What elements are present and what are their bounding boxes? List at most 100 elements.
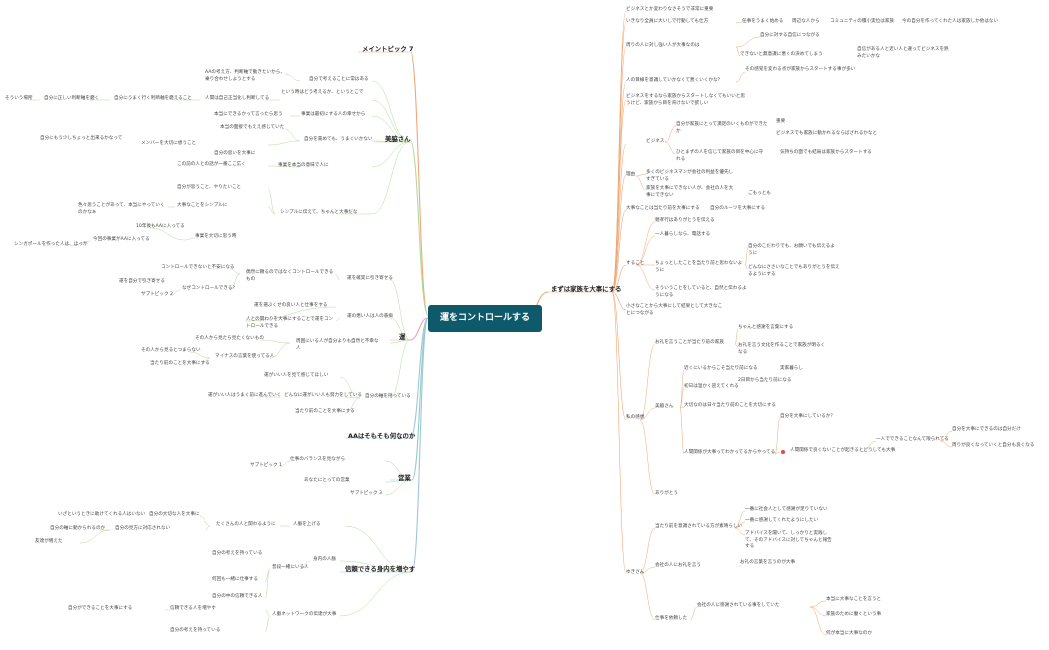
node-r2c[interactable]: コミュニティの積小実位は家族 bbox=[830, 19, 895, 24]
node-r2[interactable]: いきなり全員に大いしで行動しても仕方 bbox=[626, 19, 709, 24]
node-l59[interactable]: 人脈ネットワークの伝達が大事 bbox=[272, 612, 337, 617]
node-l12[interactable]: メンバーを大切に想うこと bbox=[141, 141, 197, 146]
branch-mizuwaki[interactable]: 美脇さん bbox=[385, 135, 411, 143]
node-r9f[interactable]: そういうことをしていると、自然と伝わるようになる bbox=[655, 286, 747, 298]
node-l26[interactable]: 運を自分で引き寄せる bbox=[119, 279, 165, 284]
node-r12c[interactable]: 初日は温かく迎えてくれる bbox=[684, 384, 739, 389]
node-l35[interactable]: 周囲にいる人が自分よりも自然と不幸な人 bbox=[296, 339, 379, 351]
node-l61[interactable]: 信頼できる人を増やす bbox=[170, 606, 216, 611]
node-r15[interactable]: 当たり前を意識されている方が素晴らしい bbox=[655, 524, 743, 529]
node-l1[interactable]: AAの考え方、判断軸で動きたいから、乗り合わせしようとする bbox=[205, 70, 285, 82]
node-r2a[interactable]: 任事をうまく始める bbox=[742, 19, 784, 24]
node-r6e[interactable]: 気持ちの面でも結局は家族からスタートする bbox=[780, 150, 872, 155]
node-l31[interactable]: 運を選ぶくせの良い人と仕事をする bbox=[254, 303, 328, 308]
node-l53b[interactable]: 自分の考えを持っている bbox=[170, 628, 221, 633]
node-r16b[interactable]: お礼の言葉を言うのが大事 bbox=[740, 560, 796, 565]
node-r7a[interactable]: 多くのビジネスマンが会社の利益を優先しすぎている bbox=[646, 170, 734, 182]
node-l24[interactable]: シンガポールを作った人は、ほっか bbox=[14, 242, 88, 247]
node-r12d[interactable]: 2日目から当たり前になる bbox=[738, 378, 792, 383]
node-l49[interactable]: 自分の見方に対応されない bbox=[115, 526, 171, 531]
node-r7b[interactable]: 家族を大事にできない人が、会社の人を大事にできない bbox=[646, 186, 734, 198]
node-r8a[interactable]: 自分のルーツを大事にする bbox=[710, 206, 766, 211]
node-r15c[interactable]: アドバイスを聞いて、しっかりと実践して、そのアドバイスに対してちゃんと報告する bbox=[745, 531, 832, 550]
central-topic[interactable]: 運をコントロールする bbox=[428, 305, 543, 333]
node-r3c[interactable]: 自信がある人と近い人と違ってビジネスを熱みたいかな bbox=[857, 47, 949, 59]
node-l46[interactable]: サブトピック 3 bbox=[350, 491, 382, 496]
node-r17c[interactable]: 家族のために働くという事 bbox=[826, 612, 882, 617]
node-l9[interactable]: 事業は最初にする人の幸せから bbox=[301, 112, 366, 117]
node-l5[interactable]: 自分にうまく行く利断軸を磨えること bbox=[114, 96, 192, 101]
branch-family-first[interactable]: まずは家族を大事にする bbox=[551, 285, 622, 293]
node-r7[interactable]: 理由 bbox=[626, 172, 636, 177]
node-r12[interactable]: 美脇さん bbox=[655, 404, 674, 409]
node-l23[interactable]: 事業を大切に思う時 bbox=[195, 234, 237, 239]
node-r8[interactable]: 大事なことは当たり前を大事にする bbox=[626, 206, 700, 211]
node-r10[interactable]: 小さなことから大事にして結果として大きなことにつながる bbox=[626, 304, 723, 316]
node-l60[interactable]: 自分ができることを大事にする bbox=[68, 606, 133, 611]
node-r11[interactable]: 私の感想 bbox=[626, 415, 645, 420]
node-l2[interactable]: 自分で考えることに常はある bbox=[309, 77, 369, 82]
branch-luck[interactable]: 運 bbox=[399, 333, 406, 341]
node-l21[interactable]: 10年後もAAに入ってる bbox=[136, 224, 185, 229]
node-l41[interactable]: どんなに運がいい人も努力をしている bbox=[284, 393, 362, 398]
node-r2d[interactable]: 今の自分を作ってくれた人は家族しか他はない bbox=[902, 19, 999, 24]
node-r7c[interactable]: ごもっとも bbox=[748, 191, 771, 196]
node-l58[interactable]: 自分の中の信頼できる人 bbox=[212, 594, 263, 599]
node-l8[interactable]: 本当にできるかって言ったら思う bbox=[214, 112, 283, 117]
node-l47[interactable]: いざというときに助けてくれる人はいない bbox=[58, 512, 146, 517]
node-r16a[interactable]: 会社の人にお礼を言う bbox=[655, 563, 701, 568]
node-r17b[interactable]: 本当に大事なことを言うと bbox=[826, 597, 882, 602]
node-l55[interactable]: 身内の人脈 bbox=[313, 557, 336, 562]
node-l13[interactable]: 自分を責めても、うまくいかない bbox=[304, 137, 373, 142]
node-l44[interactable]: 仕事のバランスを見ながら bbox=[290, 457, 346, 462]
node-r16[interactable]: ゆきさん bbox=[626, 570, 645, 575]
node-l17[interactable]: 自分が思うこと、やりたいこと bbox=[177, 185, 242, 190]
branch-sales[interactable]: 営業 bbox=[398, 474, 411, 482]
node-r9b[interactable]: 一人暮らしなら、電話する bbox=[655, 232, 711, 237]
node-l16[interactable]: 事業を本当の意味で人に bbox=[278, 163, 329, 168]
node-l45[interactable]: あなたにとっての営業 bbox=[304, 478, 350, 483]
node-r1[interactable]: ビジネスとか変わりなさそうで非常に重要 bbox=[626, 7, 714, 12]
node-r13e[interactable]: 周りが良くなっていくと自分も良くなる bbox=[952, 443, 1035, 448]
node-r6a[interactable]: 自分が家族にとって満足のいくものができたか bbox=[676, 122, 768, 134]
node-l6[interactable]: 人間は自己正当化し判断してる bbox=[205, 96, 270, 101]
node-l42[interactable]: 自分の軸を持っている bbox=[365, 394, 411, 399]
node-l32[interactable]: 運の悪い人は人の愚痴 bbox=[347, 314, 393, 319]
node-l33[interactable]: 人との関わりを大事にすることで運をコントロールできる bbox=[246, 317, 334, 329]
node-l36[interactable]: その人から見るとつまらない bbox=[141, 348, 201, 353]
node-l22[interactable]: 今回の事業がAAに入ってる bbox=[93, 237, 150, 242]
node-r3[interactable]: 周りの人に対し強い人が大事なのは bbox=[626, 43, 700, 48]
node-l50[interactable]: 友達が増えた bbox=[35, 539, 63, 544]
node-l25[interactable]: コントロールできないと不安になる bbox=[161, 265, 235, 270]
node-l54[interactable]: 自分の大切な人を大事に bbox=[149, 512, 200, 517]
node-r9d[interactable]: 自分のこだわりでも、お願いでも伝えるように bbox=[748, 244, 835, 256]
node-l3[interactable]: そういう場所 bbox=[5, 96, 33, 101]
node-r9c[interactable]: ちょっとしたことを当たり前と思わないように bbox=[655, 261, 743, 273]
node-l57[interactable]: 何回も一緒に仕事する bbox=[212, 577, 258, 582]
node-r5[interactable]: ビジネスをするなら家族からスタートしなくてもいいと思うけど、家族から目を背けない… bbox=[626, 94, 745, 106]
node-l15[interactable]: 自分の思いを大事に bbox=[214, 151, 256, 156]
node-l39[interactable]: 運がいい人を見て感じてほしい bbox=[264, 373, 329, 378]
node-r13[interactable]: 人間関係が大事ってわかってるからやってる bbox=[684, 450, 776, 455]
node-l56[interactable]: 普段一緒にいる人 bbox=[272, 565, 309, 570]
node-r12b[interactable]: 実家暮らし bbox=[780, 366, 803, 371]
node-r3b[interactable]: できないと無意識に悪くの決めてしまう bbox=[740, 52, 823, 57]
node-l7[interactable]: という時はどう考えるか、というとこで bbox=[281, 90, 364, 95]
node-r14[interactable]: ありがとう bbox=[655, 491, 678, 496]
node-r6d[interactable]: ひとまずの人を信じて家族の目を中心に守れる bbox=[676, 150, 764, 162]
node-r9a[interactable]: 親孝行はありがとうを伝える bbox=[655, 218, 715, 223]
node-r6b[interactable]: 重要 bbox=[776, 119, 786, 124]
node-r11c[interactable]: お礼を言う文化を作ることで家族が明るくなる bbox=[738, 343, 826, 355]
node-l30[interactable]: サブトピック 2 bbox=[141, 292, 173, 297]
node-l40[interactable]: 運がいい人はうまく前に進んでいく bbox=[208, 393, 282, 398]
node-r12e[interactable]: 大切なのは日々当たり前のことを大切にする bbox=[684, 403, 776, 408]
node-l20[interactable]: 色々思うことがあって、本当にやっていくのかなぁ bbox=[78, 203, 165, 215]
node-r15b[interactable]: 一番に感謝してくれたようにしたい bbox=[745, 518, 819, 523]
branch-main-topic-7[interactable]: メイントピック 7 bbox=[362, 45, 414, 53]
node-r4a[interactable]: その感覚を変わる点が家族からスタートする事が多い bbox=[745, 67, 856, 72]
node-r11a[interactable]: お礼を言うことが当たり前の家族 bbox=[655, 340, 724, 345]
node-r13b[interactable]: 人間関係で良くないことが起きるとどうしても大事 bbox=[790, 448, 896, 453]
node-r4[interactable]: 人の目線を意識していかなくて悪くいくかな？ bbox=[626, 78, 723, 83]
node-l38b[interactable]: 当たり前のことを大事にする bbox=[295, 409, 355, 414]
node-r13d[interactable]: 自分を大事にできるのは自分だけ bbox=[952, 427, 1021, 432]
